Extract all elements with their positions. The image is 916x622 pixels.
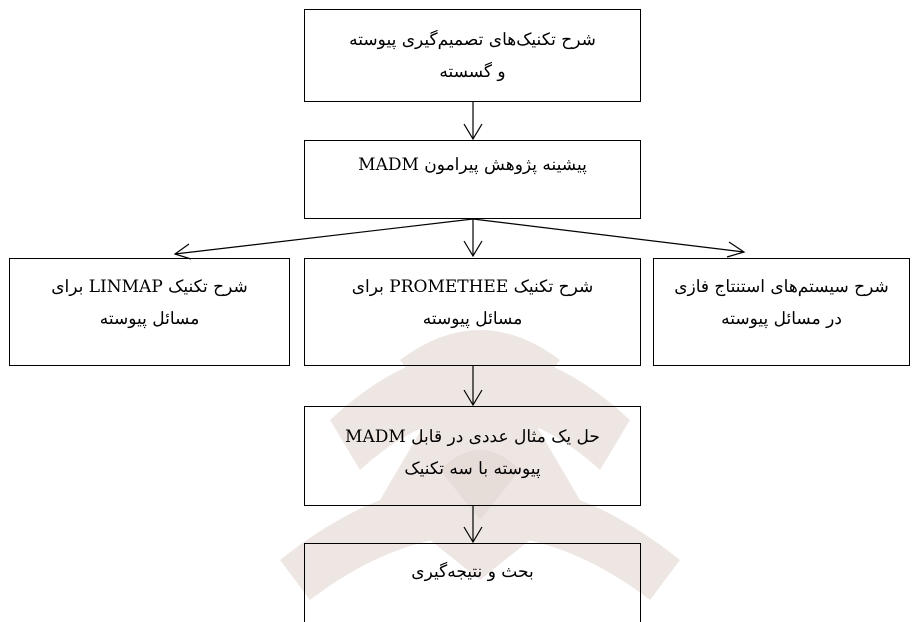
box-text-line: شرح تکنیک PROMETHEE برای [351, 277, 594, 297]
box-discrete-continuous-techniques: شرح تکنیک‌های تصمیم‌گیری پیوسته و گسسته [304, 9, 641, 102]
arrowhead-2-5 [726, 241, 746, 258]
box-fuzzy-inference: شرح سیستم‌های استنتاج فازی در مسائل پیوس… [653, 258, 910, 366]
box-text-line: مسائل پیوسته [99, 309, 200, 329]
box-text-line: بحث و نتیجه‌گیری [411, 562, 534, 582]
box-text-line: و گسسته [439, 62, 506, 82]
box-text-line: پیشینه پژوهش پیرامون MADM [358, 155, 587, 175]
box-text-line: شرح تکنیک‌های تصمیم‌گیری پیوسته [349, 30, 596, 50]
arrowhead-2-4 [463, 240, 483, 258]
box-text-line: شرح سیستم‌های استنتاج فازی [674, 277, 889, 297]
box-linmap: شرح تکنیک LINMAP برای مسائل پیوسته [9, 258, 290, 366]
box-promethee: شرح تکنیک PROMETHEE برای مسائل پیوسته [304, 258, 641, 366]
connector-2-3 [174, 218, 474, 255]
arrowhead-6-7 [463, 526, 483, 544]
arrowhead-4-6 [463, 389, 483, 407]
connector-2-5 [472, 218, 745, 253]
box-discussion-conclusion: بحث و نتیجه‌گیری [304, 543, 641, 622]
arrowhead-1-2 [463, 123, 483, 141]
box-numerical-example: حل یک مثال عددی در قابل MADM پیوسته با س… [304, 406, 641, 506]
box-text-line: شرح تکنیک LINMAP برای [51, 277, 248, 297]
box-text-line: مسائل پیوسته [422, 309, 523, 329]
box-text-line: پیوسته با سه تکنیک [404, 459, 541, 479]
box-text-line: در مسائل پیوسته [721, 309, 842, 329]
box-madm-literature: پیشینه پژوهش پیرامون MADM [304, 140, 641, 219]
arrowhead-2-3 [173, 243, 192, 260]
box-text-line: حل یک مثال عددی در قابل MADM [345, 427, 600, 447]
